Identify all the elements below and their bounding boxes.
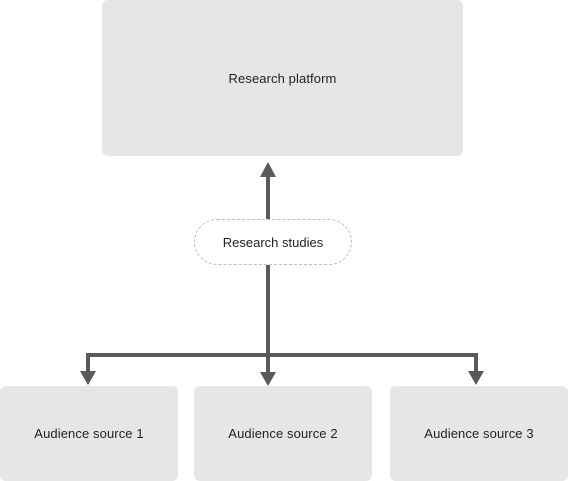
audience-source-box-2: Audience source 2 xyxy=(194,386,372,481)
research-platform-box: Research platform xyxy=(102,0,463,156)
research-studies-label: Research studies xyxy=(222,234,324,250)
audience-source-label-3: Audience source 3 xyxy=(424,426,534,441)
arrow-down-icon xyxy=(468,371,484,385)
audience-source-label-1: Audience source 1 xyxy=(34,426,144,441)
research-platform-label: Research platform xyxy=(228,70,337,86)
audience-source-label-2: Audience source 2 xyxy=(228,426,338,441)
research-studies-pill: Research studies xyxy=(194,219,352,265)
audience-source-box-3: Audience source 3 xyxy=(390,386,568,481)
arrow-up-icon xyxy=(260,162,276,177)
arrow-down-icon xyxy=(260,372,276,386)
arrow-down-icon xyxy=(80,371,96,385)
audience-source-box-1: Audience source 1 xyxy=(0,386,178,481)
